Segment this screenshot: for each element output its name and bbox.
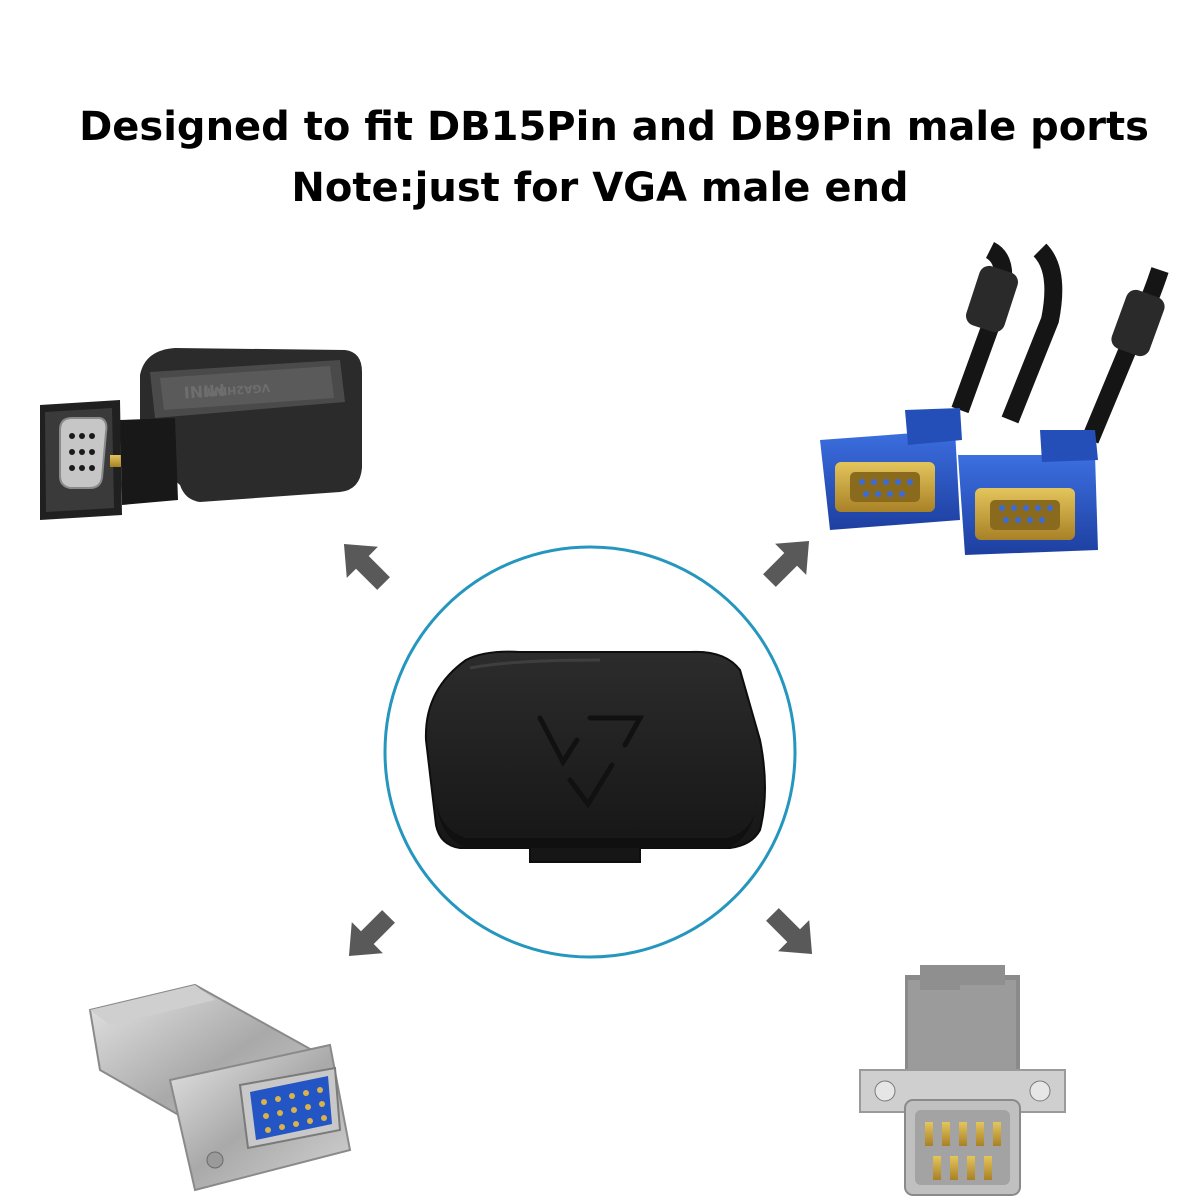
adapter-brand-label: MINI (183, 380, 225, 402)
recycle-icon (537, 715, 645, 809)
arrow-down-right-icon (766, 908, 813, 955)
vga-hdmi-adapter-image: MINI VGA2HDMI (40, 348, 362, 520)
adapter-model-label: VGA2HDMI (203, 381, 271, 399)
vga-cables-image (820, 241, 1169, 555)
arrow-up-right-icon (763, 540, 810, 587)
grey-db9-connector-image (859, 965, 1066, 1196)
arrow-down-left-icon (348, 910, 395, 957)
center-ring (383, 545, 797, 959)
arrow-up-left-icon (343, 543, 390, 590)
headline-line-2: Note:just for VGA male end (291, 165, 909, 211)
headline-line-1: Designed to fit DB15Pin and DB9Pin male … (79, 104, 1149, 150)
metal-db15-connector-image (88, 983, 352, 1192)
dust-cap (424, 650, 766, 863)
